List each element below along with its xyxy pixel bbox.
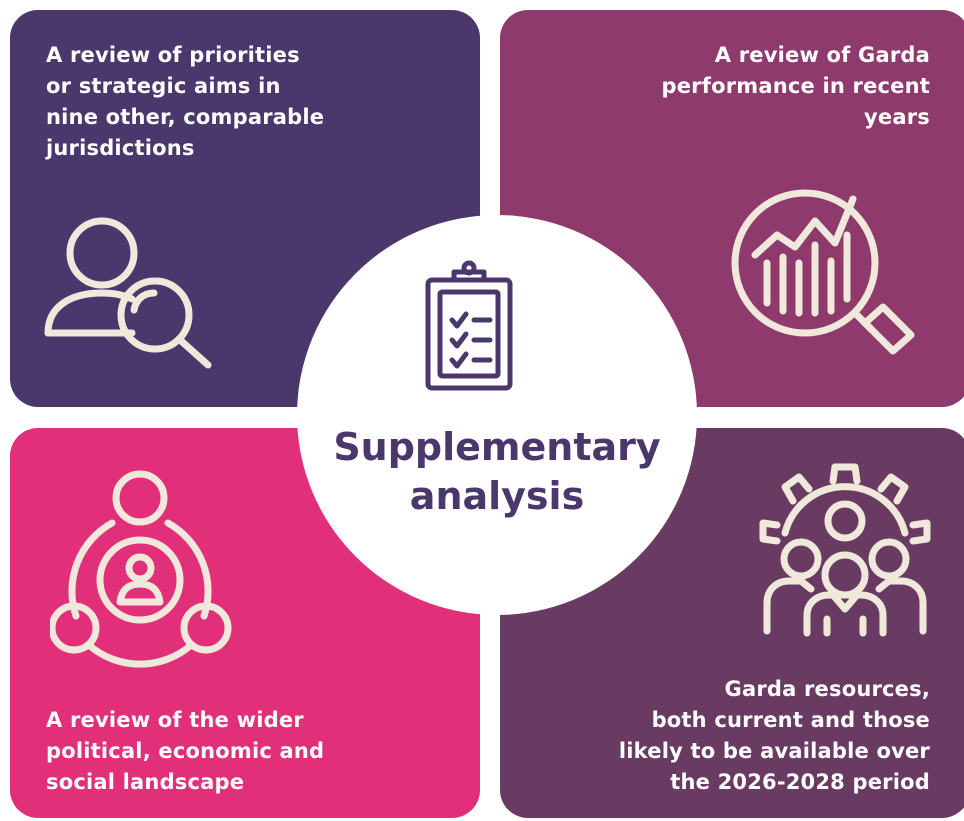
chart-magnifier-icon (731, 189, 915, 355)
quadrant-resources-review: Garda resources, both current and those … (500, 428, 964, 818)
quadrant-text: A review of priorities or strategic aims… (46, 43, 325, 160)
quadrant-text: Garda resources, both current and those … (618, 677, 930, 794)
quadrant-text: A review of the wider political, economi… (46, 708, 325, 794)
user-network-icon (50, 470, 232, 668)
quadrant-text: A review of Garda performance in recent … (661, 43, 930, 129)
quadrant-performance-review: A review of Garda performance in recent … (500, 10, 964, 407)
clipboard-checklist-icon (425, 260, 513, 391)
quadrant-jurisdictions-review: A review of priorities or strategic aims… (10, 10, 480, 407)
team-gear-icon (759, 463, 931, 637)
user-magnifier-icon (44, 217, 212, 369)
center-title: Supplementary analysis (333, 425, 661, 518)
center-circle: Supplementary analysis (297, 215, 697, 615)
